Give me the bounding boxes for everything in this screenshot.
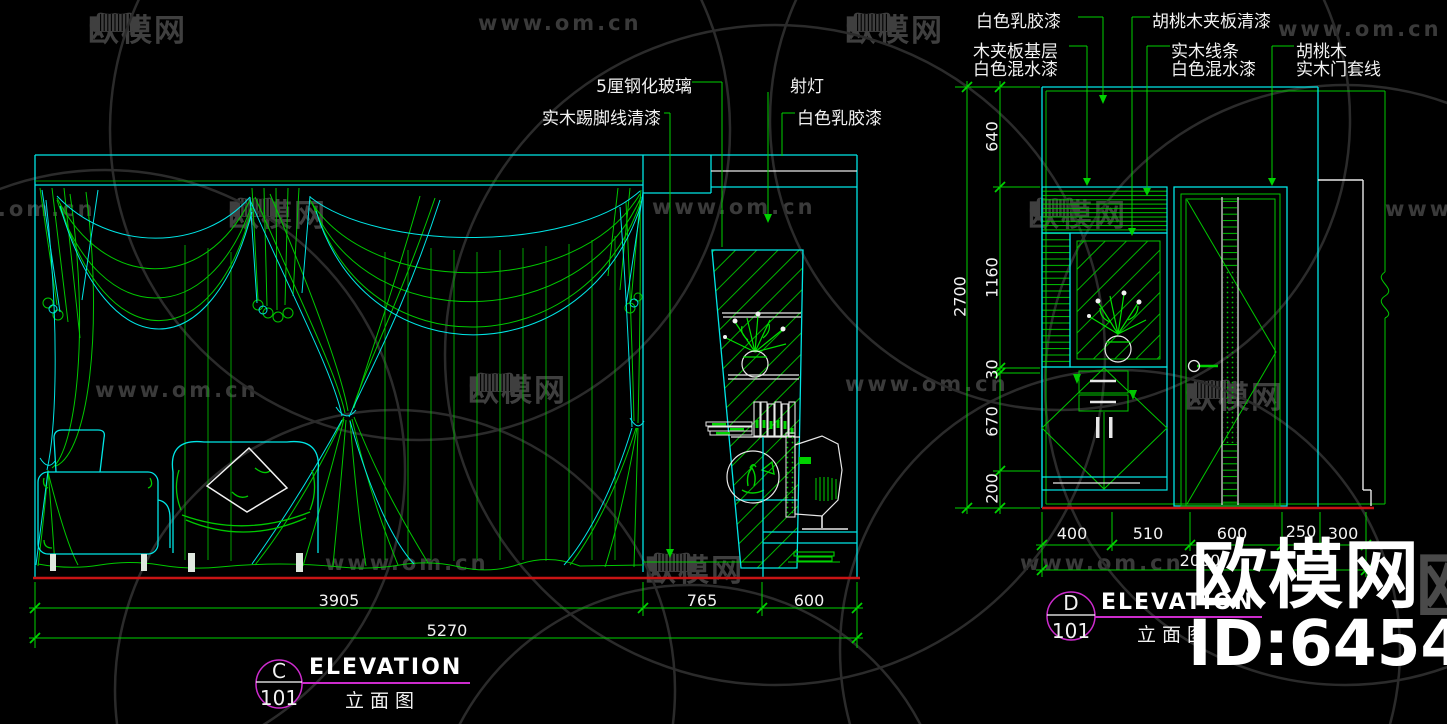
dim-d-width-2: 510 xyxy=(1132,524,1164,543)
watermark-url: www.om.cn xyxy=(478,11,642,35)
ann-wood-trim-line1: 实木线条 xyxy=(1171,42,1239,62)
watermark-url: www.om.cn xyxy=(1278,17,1442,41)
dim-d-height-5: 200 xyxy=(982,473,1002,504)
ann-white-latex-right: 白色乳胶漆 xyxy=(976,12,1061,32)
watermark-url: www.om.cn xyxy=(95,378,259,402)
dimensions-d-vertical xyxy=(955,81,1040,514)
tag-c-number: 101 xyxy=(259,686,299,710)
dim-d-height-1: 640 xyxy=(982,121,1002,152)
ann-plywood-base-line1: 木夹板基层 xyxy=(973,42,1058,62)
ann-walnut-line2: 实木门套线 xyxy=(1296,60,1381,80)
dim-d-width-3: 600 xyxy=(1216,524,1248,543)
watermark-url: www.om.cn xyxy=(1020,551,1184,575)
elevation-c-structure xyxy=(34,154,858,578)
watermark-brand: 欧模网 xyxy=(845,5,944,50)
leader-arrows-right xyxy=(1083,95,1276,236)
ann-wood-trim-line2: 白色混水漆 xyxy=(1171,60,1256,80)
dim-c-width-3: 600 xyxy=(793,591,825,610)
dim-d-width-4: 250 xyxy=(1285,522,1317,541)
leaders-left xyxy=(664,81,795,549)
title-c: ELEVATION xyxy=(309,655,463,680)
tag-d-number: 101 xyxy=(1051,619,1091,643)
dim-c-total-width: 5270 xyxy=(426,621,468,640)
watermark-big-brand: 欧模网 xyxy=(1192,531,1421,619)
ann-skirting: 实木踢脚线清漆 xyxy=(542,109,661,129)
door-drawing xyxy=(1173,186,1288,507)
curtain-cyan xyxy=(35,189,645,566)
dim-c-width-1: 3905 xyxy=(318,591,360,610)
subtitle-c: 立面图 xyxy=(345,690,421,712)
ann-glass: 5厘钢化玻璃 xyxy=(596,77,692,97)
watermark-url: www.om.cn xyxy=(1385,197,1447,221)
ann-walnut-plywood: 胡桃木夹板清漆 xyxy=(1152,12,1271,32)
tag-c-graphic xyxy=(255,659,470,709)
ann-spotlight: 射灯 xyxy=(790,77,824,97)
dimensions-d-bottom xyxy=(1036,512,1372,577)
sofa-drawing xyxy=(37,429,320,572)
leaders-right xyxy=(1069,16,1294,228)
watermark-brand: 欧模网 xyxy=(645,545,744,590)
tag-d-graphic xyxy=(1046,591,1262,641)
dimensions-c xyxy=(29,582,863,648)
title-d: ELEVATION xyxy=(1101,590,1255,615)
watermark-brand: 欧模网 xyxy=(88,5,187,50)
hall-cabinet xyxy=(1041,186,1168,491)
watermark-brand: 欧模网 xyxy=(468,365,567,410)
watermark-brand-partial: 欧模网 xyxy=(1416,550,1447,622)
tag-d-letter: D xyxy=(1063,591,1079,615)
ann-white-latex-left: 白色乳胶漆 xyxy=(797,109,882,129)
curtain-green xyxy=(37,187,763,571)
subtitle-d: 立面图 xyxy=(1137,624,1213,646)
ann-walnut-line1: 胡桃木 xyxy=(1296,42,1347,62)
display-cabinet xyxy=(705,249,804,569)
ann-plywood-base-line2: 白色混水漆 xyxy=(973,60,1058,80)
tag-c-letter: C xyxy=(272,659,286,683)
dim-d-total-width: 2060 xyxy=(1179,551,1221,570)
leader-arrows-left xyxy=(666,214,772,558)
dim-c-width-2: 765 xyxy=(686,591,718,610)
computer-desk xyxy=(762,432,857,578)
dim-d-width-5: 300 xyxy=(1327,524,1359,543)
dim-d-width-1: 400 xyxy=(1056,524,1088,543)
watermark-brand: 欧模网 xyxy=(0,548,4,593)
watermark-url: www.om.cn xyxy=(325,551,489,575)
dim-d-height-2: 1160 xyxy=(982,257,1002,298)
dim-d-height-3: 30 xyxy=(982,359,1002,380)
dim-d-height-4: 670 xyxy=(982,406,1002,437)
watermark-big-id: ID:645422 xyxy=(1188,607,1447,680)
dim-d-total-height: 2700 xyxy=(950,276,970,317)
